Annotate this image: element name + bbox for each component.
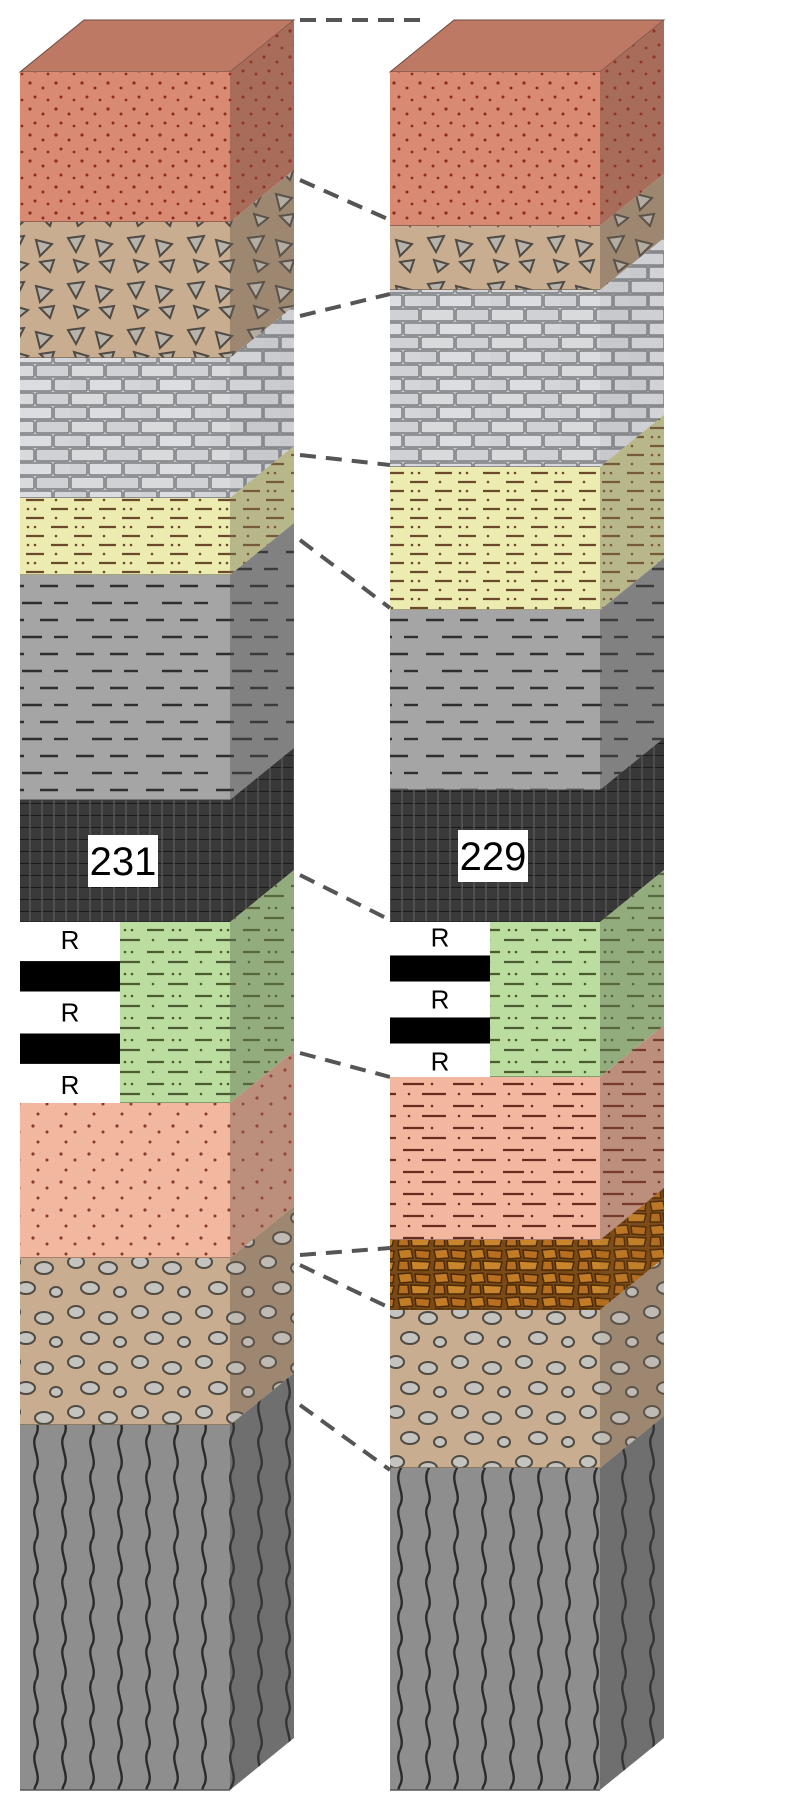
- left-limestone-pattern: [20, 358, 230, 498]
- left-polarity-background: [20, 922, 120, 1103]
- left-yellow-siltstone-side-pattern: [230, 446, 294, 575]
- correlation-line: [299, 1051, 391, 1079]
- left-coal-side-pattern: [230, 748, 294, 922]
- right-layer-pink-sandstone: [390, 1025, 664, 1241]
- correlation-line: [299, 292, 391, 318]
- right-layer-yellow-siltstone: [390, 415, 664, 611]
- right-column: [388, 19, 666, 1791]
- left-age-label: 231: [90, 840, 157, 884]
- left-polarity-label: N: [61, 961, 80, 991]
- right-limestone-pattern: [390, 290, 600, 467]
- left-red-sandstone-pattern: [20, 72, 230, 222]
- left-gray-shale-side-pattern: [230, 523, 294, 800]
- left-layer-yellow-siltstone: [20, 446, 294, 576]
- right-polarity-label: N: [431, 954, 450, 984]
- right-pink-sandstone-pattern: [390, 1077, 600, 1240]
- right-layer-limestone: [390, 238, 664, 468]
- left-layer-pink-sandstone: [20, 1051, 294, 1259]
- left-layer-gray-shale: [20, 523, 294, 801]
- left-layer-limestone: [20, 306, 294, 499]
- left-column: [18, 19, 296, 1791]
- right-layer-orange-rubble: [390, 1188, 664, 1311]
- correlation-line: [299, 178, 391, 222]
- correlation-line: [299, 873, 391, 922]
- left-green-siltstone-side-pattern: [230, 870, 294, 1103]
- left-age-label-box: 231: [88, 835, 158, 887]
- right-layer-breccia: [390, 174, 664, 291]
- right-yellow-siltstone-side-pattern: [600, 415, 664, 610]
- right-polarity-label: R: [431, 1047, 450, 1077]
- right-conglomerate-pattern: [390, 1310, 600, 1468]
- right-polarity-label: N: [431, 1016, 450, 1046]
- correlation-line: [299, 1246, 391, 1257]
- left-limestone-side-pattern: [230, 306, 294, 498]
- right-gray-shale-side-pattern: [600, 558, 664, 790]
- right-age-label-background: [458, 830, 528, 882]
- left-age-label-background: [88, 835, 158, 887]
- correlation-line: [298, 1403, 392, 1472]
- right-orange-rubble-pattern: [390, 1240, 600, 1310]
- right-polarity-normal-band: [390, 955, 490, 982]
- right-layer-conglomerate: [390, 1258, 664, 1469]
- left-breccia-side-pattern: [230, 170, 294, 358]
- left-pink-sandstone-pattern: [20, 1103, 230, 1258]
- left-polarity-label: N: [61, 1034, 80, 1064]
- left-red-sandstone-side-pattern: [230, 20, 294, 222]
- left-polarity-label: R: [61, 1070, 80, 1100]
- right-pink-sandstone-side-pattern: [600, 1025, 664, 1240]
- right-limestone-side-pattern: [600, 238, 664, 467]
- right-coal-side-pattern: [600, 738, 664, 922]
- left-polarity-label: R: [61, 925, 80, 955]
- correlation-line: [299, 453, 391, 467]
- left-yellow-siltstone-pattern: [20, 498, 230, 575]
- right-conglomerate-side-pattern: [600, 1258, 664, 1468]
- left-polarity-normal-band: [20, 1033, 120, 1064]
- right-yellow-siltstone-pattern: [390, 467, 600, 610]
- right-red-sandstone-pattern: [390, 72, 600, 226]
- right-age-label-box: 229: [458, 830, 528, 882]
- right-breccia-side-pattern: [600, 174, 664, 290]
- left-layer-conglomerate: [20, 1206, 294, 1426]
- left-conglomerate-pattern: [20, 1258, 230, 1425]
- right-green-siltstone-side-pattern: [600, 870, 664, 1077]
- right-gray-shale-pattern: [390, 610, 600, 790]
- right-basement-pattern: [390, 1468, 600, 1790]
- right-layer-gray-shale: [390, 558, 664, 791]
- right-orange-rubble-side-pattern: [600, 1188, 664, 1310]
- right-layer-basement: [390, 1416, 664, 1791]
- right-breccia-pattern: [390, 226, 600, 290]
- right-layer-red-sandstone: [390, 20, 664, 227]
- right-polarity-normal-band: [390, 1017, 490, 1044]
- left-layer-basement: [20, 1373, 294, 1791]
- right-polarity-label: R: [431, 923, 450, 953]
- right-red-sandstone-side-pattern: [600, 20, 664, 226]
- right-polarity-label: R: [431, 985, 450, 1015]
- left-breccia-pattern: [20, 222, 230, 358]
- correlation-line: [298, 538, 392, 610]
- right-basement-side-pattern: [600, 1416, 664, 1790]
- left-polarity-normal-band: [20, 961, 120, 992]
- right-age-label: 229: [460, 835, 527, 879]
- left-conglomerate-side-pattern: [230, 1206, 294, 1425]
- correlation-line: [299, 1263, 391, 1310]
- left-basement-side-pattern: [230, 1373, 294, 1790]
- left-pink-sandstone-side-pattern: [230, 1051, 294, 1258]
- left-basement-pattern: [20, 1425, 230, 1790]
- left-polarity-label: R: [61, 998, 80, 1028]
- right-polarity-background: [390, 922, 490, 1077]
- left-gray-shale-pattern: [20, 575, 230, 800]
